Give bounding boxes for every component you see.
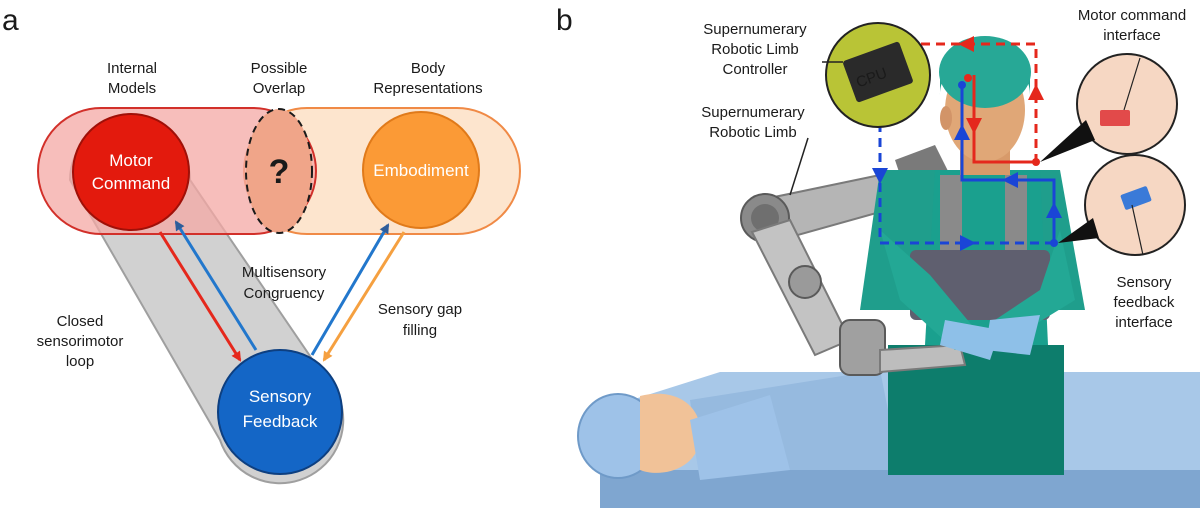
surgeon — [860, 36, 1085, 360]
body-representations-label-line1: Body — [411, 60, 446, 77]
patient-face — [640, 393, 701, 473]
motor-command-circle — [72, 113, 190, 231]
multisensory-congruency-line2: Congruency — [244, 285, 325, 302]
motor-electrode-array — [1100, 110, 1130, 126]
sensory-node-head — [958, 81, 966, 89]
sensory-interface-leader — [1131, 204, 1144, 256]
bed-edge — [600, 470, 1200, 508]
controller-label-line3: Controller — [722, 61, 787, 78]
motor-arrow-right — [1028, 84, 1044, 100]
sensory-node-bottom — [1050, 239, 1058, 247]
motor-interface-pointer — [1040, 120, 1095, 162]
controller-label-line1: Supernumerary — [703, 21, 807, 38]
sensory-interface-label-line3: interface — [1115, 314, 1173, 331]
controller-bubble: CPU — [822, 22, 931, 128]
sensory-to-motor-arrow — [174, 220, 258, 351]
patient-gown — [690, 395, 790, 480]
motor-interface-label-line1: Motor command — [1078, 7, 1186, 24]
closed-loop-line1: Closed — [57, 313, 104, 330]
possible-overlap-label-line2: Overlap — [253, 80, 306, 97]
sensory-feedback-path — [878, 125, 1054, 245]
limb-label-line1: Supernumerary — [701, 104, 805, 121]
surgeon-glove-right — [985, 315, 1040, 355]
sensory-to-embodiment-arrow — [310, 223, 390, 356]
possible-overlap-ellipse — [245, 108, 313, 234]
surgeon-arm-right — [995, 230, 1075, 340]
closed-loop-line2: sensorimotor — [37, 333, 124, 350]
robot-elbow-joint — [788, 265, 822, 299]
sensory-feedback-circle — [217, 349, 343, 475]
internal-models-label-line2: Models — [108, 80, 156, 97]
control-paths — [872, 36, 1062, 251]
motor-command-path-solid — [972, 75, 1036, 164]
motor-interface-label-line2: interface — [1103, 27, 1161, 44]
sensory-interface-pointer — [1058, 218, 1099, 243]
motor-command-label-line2: Command — [92, 174, 170, 193]
closed-loop-line3: loop — [66, 353, 94, 370]
limb-label-leader — [789, 137, 809, 196]
motor-to-sensory-arrow — [158, 231, 242, 362]
possible-overlap-label-line1: Possible — [251, 60, 308, 77]
motor-arrow-top — [958, 36, 974, 52]
robotic-limb — [740, 145, 967, 376]
sensory-interface-label-line2: feedback — [1114, 294, 1175, 311]
embodiment-to-sensory-arrow — [322, 231, 406, 362]
motor-node-bottom — [1032, 158, 1040, 166]
sensory-feedback-label-line1: Sensory — [249, 387, 312, 406]
internal-models-label-line1: Internal — [107, 60, 157, 77]
cpu-chip — [843, 41, 913, 103]
panel-b-label: b — [556, 4, 573, 37]
sensory-feedback-label-line2: Feedback — [243, 412, 318, 431]
sensory-interface-bubble — [1058, 154, 1186, 256]
multisensory-congruency-line1: Multisensory — [242, 264, 327, 281]
sensory-interface-label-line1: Sensory — [1116, 274, 1172, 291]
body-representations-label-line2: Representations — [373, 80, 482, 97]
motor-node-head — [964, 74, 972, 82]
sensory-arrow-bottom — [960, 235, 976, 251]
sensory-gap-filling-line2: filling — [403, 322, 437, 339]
motor-command-label-line1: Motor — [109, 151, 153, 170]
robot-end-effector — [879, 343, 967, 374]
panel-a: a Internal Models Possible Overlap Body … — [2, 4, 521, 485]
robot-wrist — [839, 319, 886, 376]
sensory-arrow-left — [1002, 172, 1018, 188]
controller-label-line2: Robotic Limb — [711, 41, 799, 58]
panel-a-label: a — [2, 4, 19, 37]
embodiment-circle — [362, 111, 480, 229]
surgeon-cap-top — [939, 36, 1031, 108]
panel-b: b — [556, 4, 1200, 508]
surgeon-ear — [940, 106, 952, 130]
motor-interface-circle — [1076, 53, 1178, 155]
surgeon-arm-left — [880, 230, 980, 350]
sensory-gap-filling-line1: Sensory gap — [378, 301, 462, 318]
motor-interface-bubble — [1040, 53, 1178, 162]
sensory-arrow-side — [872, 168, 888, 184]
limb-label-line2: Robotic Limb — [709, 124, 797, 141]
sensory-arrow-up — [1046, 202, 1062, 218]
overlap-question-mark: ? — [269, 153, 290, 191]
sensory-arrow-head-up — [954, 124, 970, 140]
motor-arrow-down — [966, 118, 982, 134]
sensory-electrode-array — [1120, 186, 1152, 210]
embodiment-label: Embodiment — [373, 161, 469, 180]
motor-interface-leader — [1123, 57, 1141, 111]
